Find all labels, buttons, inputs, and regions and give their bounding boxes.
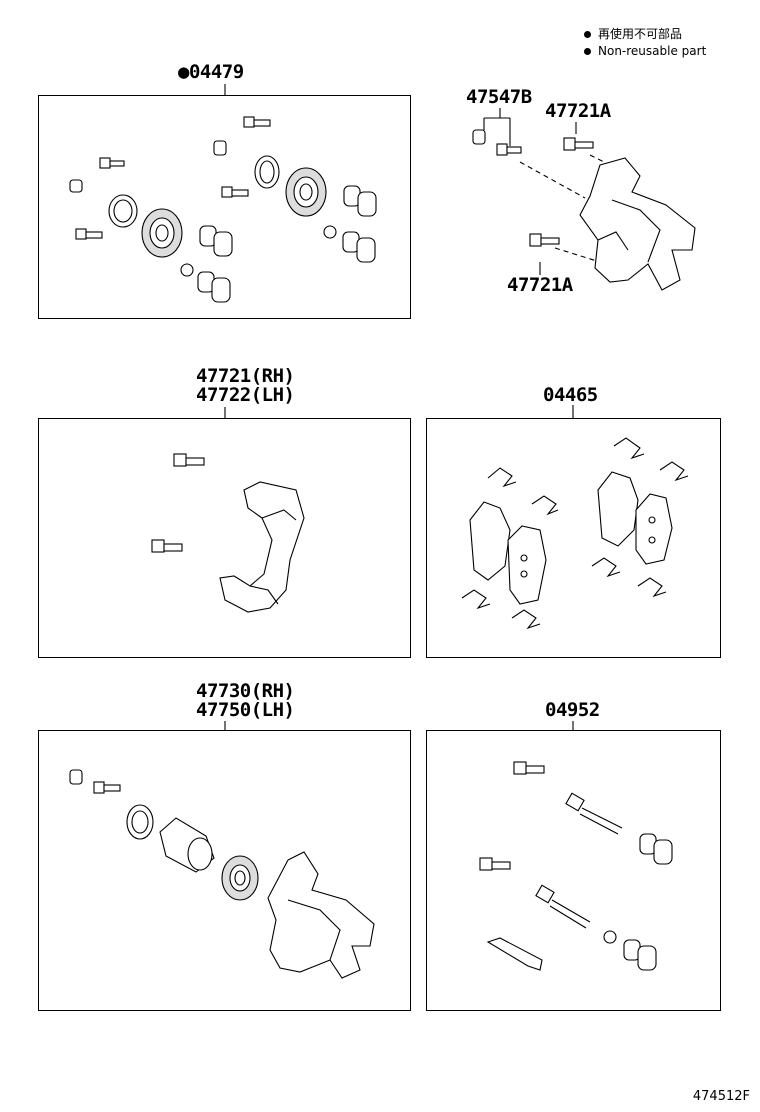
bolt-icon — [563, 137, 594, 151]
label-47750-lh[interactable]: 47750(LH) — [196, 699, 295, 721]
guide-boot-icon — [623, 939, 657, 971]
anti-squeal-clip-icon — [461, 589, 491, 610]
brake-pad-icon — [635, 493, 673, 565]
mounting-box — [38, 418, 411, 658]
bullet-icon — [584, 48, 591, 55]
guide-pin-icon — [565, 792, 623, 835]
bolt-icon — [513, 761, 545, 775]
label-04465[interactable]: 04465 — [543, 384, 598, 406]
label-47730-rh[interactable]: 47730(RH) — [196, 680, 295, 702]
bleeder-plug-icon — [93, 781, 121, 794]
label-47721-rh[interactable]: 47721(RH) — [196, 365, 295, 387]
grease-tube-icon — [486, 937, 543, 971]
label-47721a-top[interactable]: 47721A — [545, 100, 611, 122]
guide-boot-icon — [343, 185, 377, 217]
dust-cap-icon — [69, 179, 83, 193]
leader-lines — [224, 84, 613, 730]
bolt-icon — [479, 857, 511, 871]
label-04479[interactable]: ●04479 — [178, 61, 244, 83]
kit-04479-box — [38, 95, 411, 319]
brake-pad-icon — [507, 525, 547, 605]
legend: 再使用不可部品 Non-reusable part — [584, 26, 706, 60]
caliper-47721a-assembly — [472, 129, 696, 291]
small-ring-icon — [603, 930, 617, 944]
bolt-icon — [151, 539, 183, 553]
anti-squeal-clip-icon — [591, 557, 621, 578]
guide-pin-icon — [535, 884, 591, 929]
anti-squeal-clip-icon — [511, 609, 541, 630]
small-ring-icon — [180, 263, 194, 277]
bleeder-bolt-icon — [75, 228, 103, 240]
bleeder-cap-icon — [69, 769, 83, 785]
bolt-icon — [529, 233, 560, 247]
bullet-icon — [584, 31, 591, 38]
legend-en-text: Non-reusable part — [598, 44, 707, 58]
dust-cap-icon — [213, 140, 227, 156]
pads-box — [426, 418, 721, 658]
legend-row-jp: 再使用不可部品 — [584, 26, 706, 43]
bolt-icon — [173, 453, 205, 467]
label-47721a-bottom[interactable]: 47721A — [507, 274, 573, 296]
anti-squeal-clip-icon — [659, 461, 689, 482]
guide-boot-icon — [342, 231, 376, 263]
mounting-bracket-assembly — [151, 453, 305, 613]
guide-boot-icon — [639, 833, 673, 865]
label-04952[interactable]: 04952 — [545, 699, 600, 721]
guide-kit-parts — [479, 761, 673, 971]
guide-boot-icon — [197, 271, 231, 303]
anti-squeal-clip-icon — [637, 577, 667, 598]
pads-kit-parts — [461, 437, 689, 630]
caliper-box — [38, 730, 411, 1011]
legend-jp-text: 再使用不可部品 — [598, 27, 683, 41]
caliper-assembly — [69, 769, 375, 979]
bleeder-plug-icon — [496, 143, 522, 156]
guide-kit-box — [426, 730, 721, 1011]
bleeder-bolt-icon — [99, 157, 125, 169]
label-47547b[interactable]: 47547B — [466, 86, 532, 108]
brake-pad-icon — [469, 501, 511, 581]
bleeder-bolt-icon — [243, 116, 271, 128]
small-ring-icon — [323, 225, 337, 239]
guide-boot-icon — [199, 225, 233, 257]
caliper-body-icon — [267, 851, 375, 979]
anti-squeal-clip-icon — [613, 437, 645, 460]
anti-squeal-clip-icon — [487, 467, 517, 488]
anti-squeal-clip-icon — [531, 495, 559, 516]
caliper-body-icon — [579, 157, 696, 291]
legend-row-en: Non-reusable part — [584, 43, 706, 60]
brake-pad-icon — [597, 471, 639, 547]
bleeder-cap-icon — [472, 129, 486, 145]
mounting-bracket-icon — [219, 481, 305, 613]
bleeder-bolt-icon — [221, 186, 249, 198]
kit-04479-parts — [69, 116, 377, 303]
diagram-code: 474512F — [692, 1089, 750, 1104]
label-47722-lh[interactable]: 47722(LH) — [196, 384, 295, 406]
